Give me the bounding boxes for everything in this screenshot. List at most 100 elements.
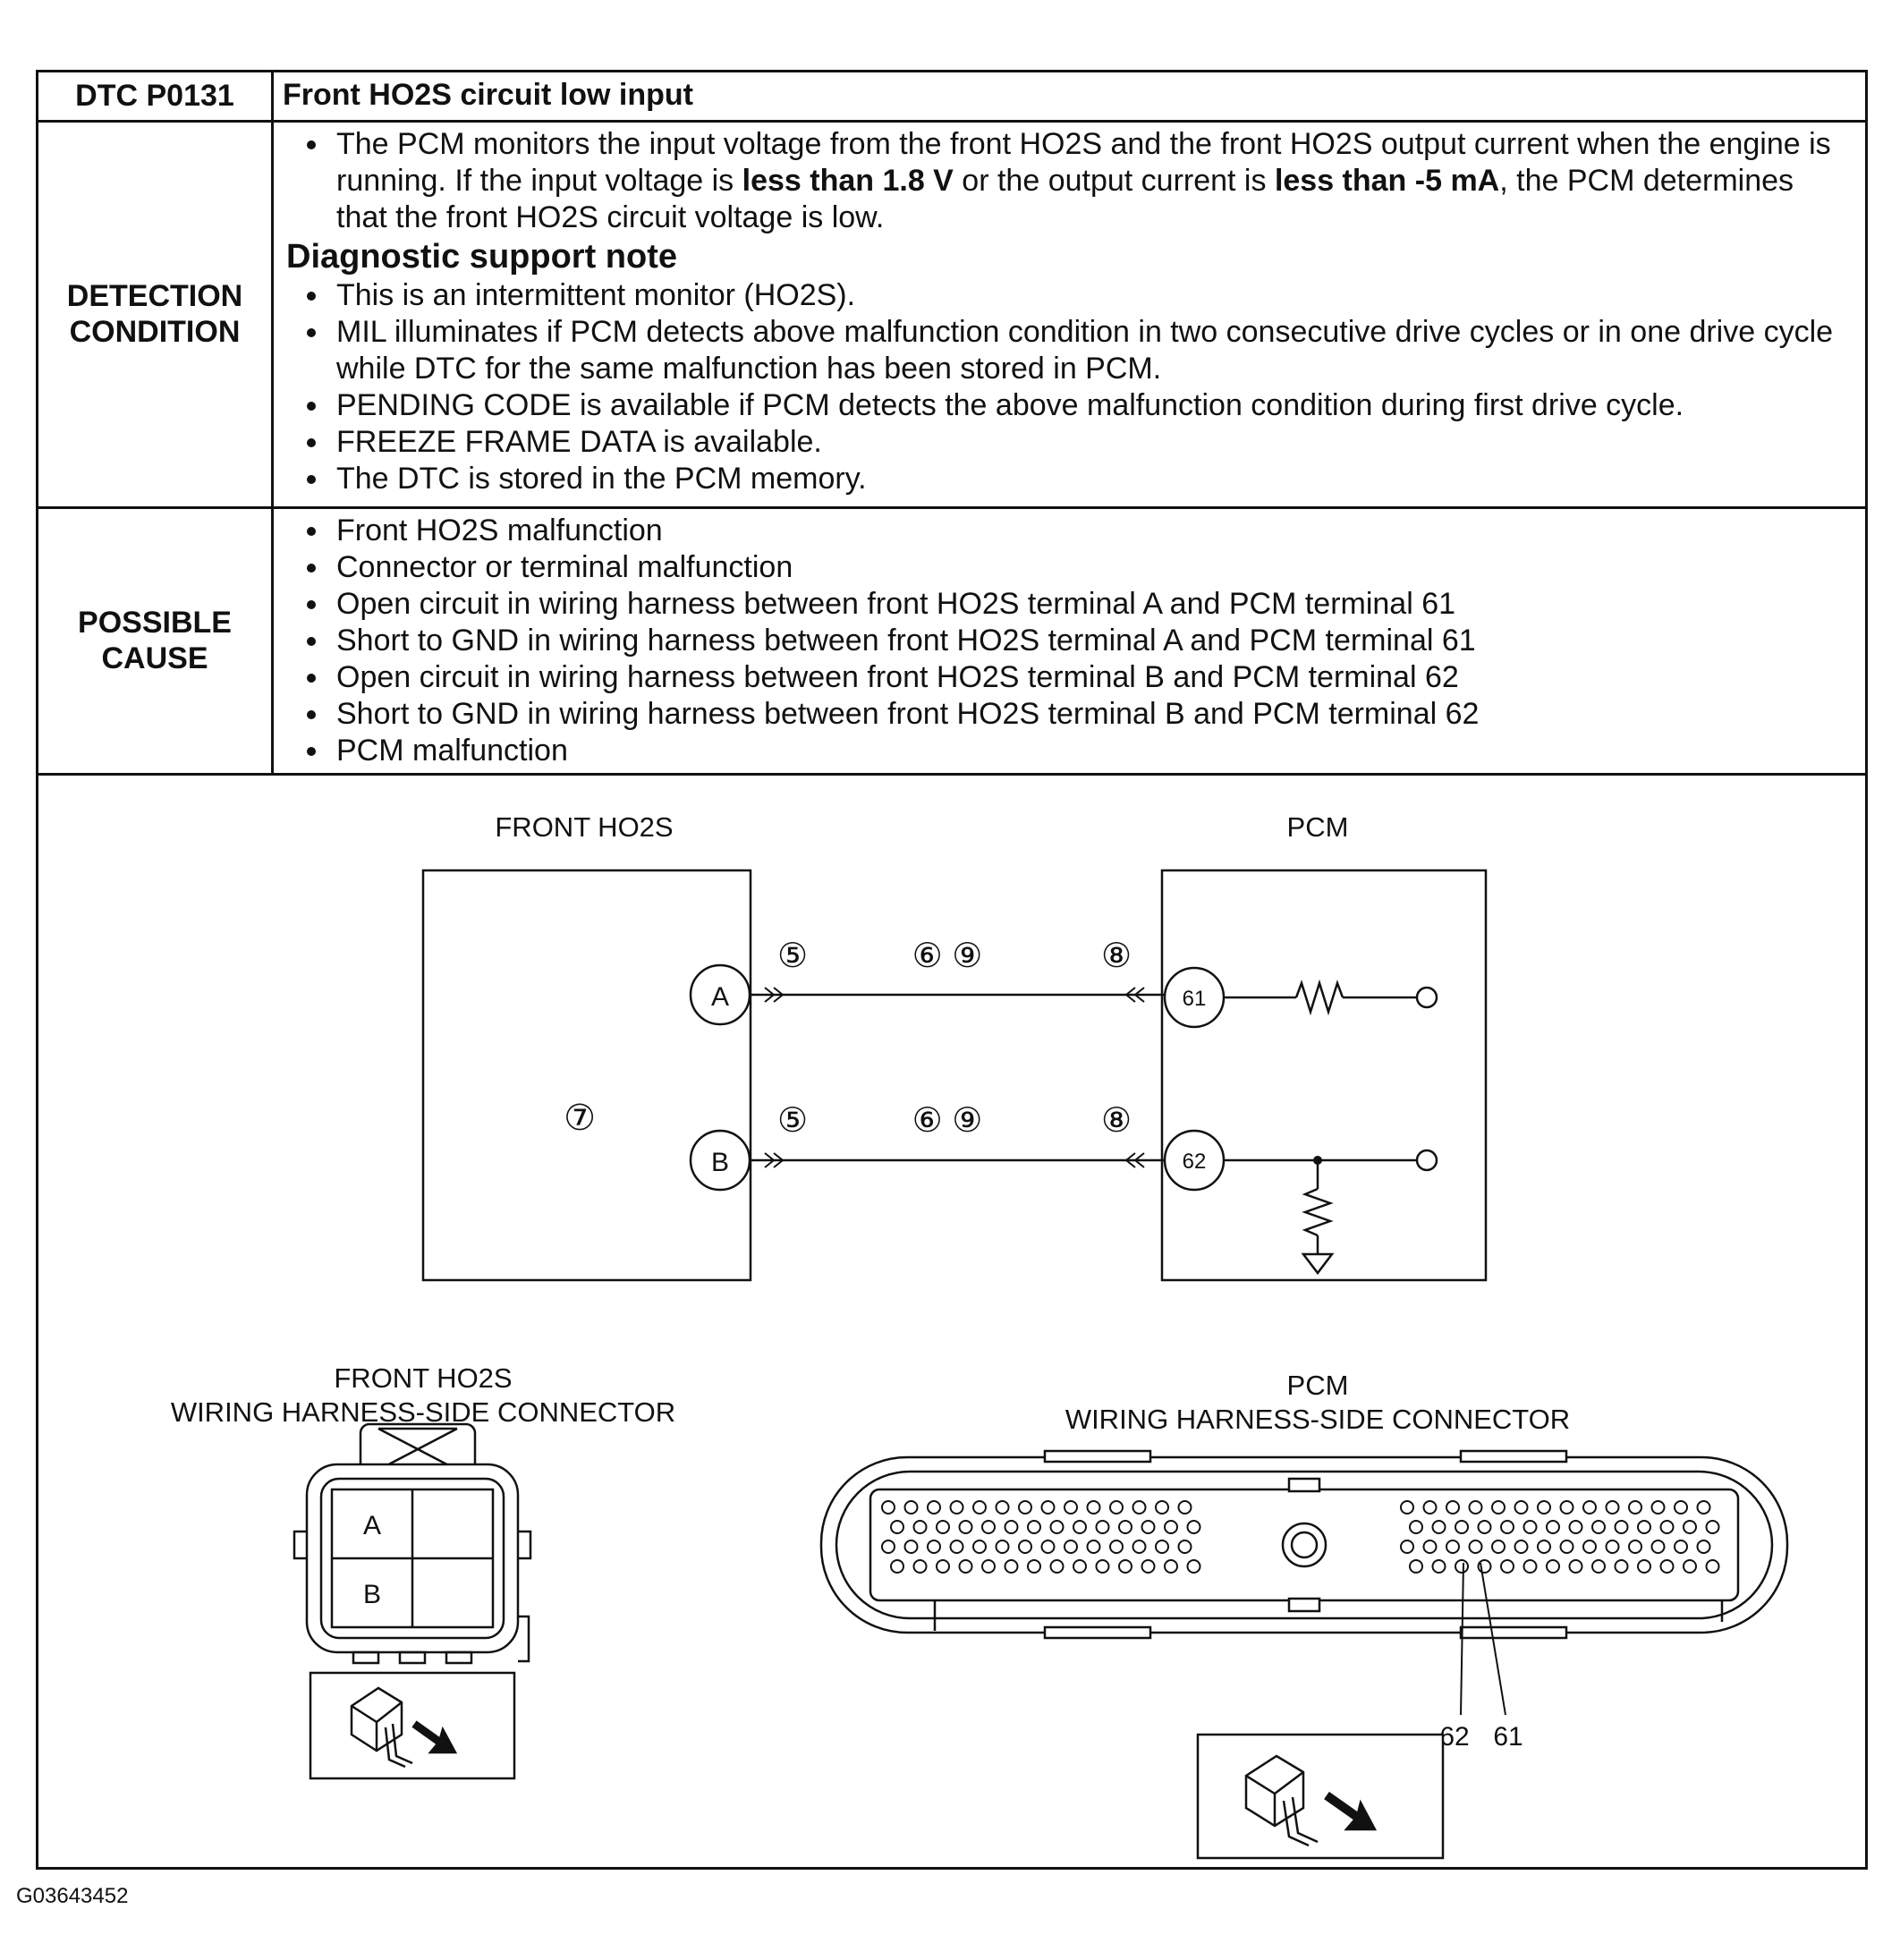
pcm-pin <box>936 1519 950 1534</box>
pcm-pin <box>1546 1519 1560 1534</box>
pcm-pin <box>1705 1519 1720 1534</box>
pcm-pin <box>1605 1499 1620 1515</box>
pcm-pin <box>1132 1499 1147 1515</box>
pcm-pin <box>1500 1519 1514 1534</box>
pcm-pin <box>1468 1539 1483 1554</box>
cause-item: Front HO2S malfunction <box>331 513 1849 549</box>
pcm-pin <box>1455 1558 1469 1574</box>
pcm-pin <box>1650 1539 1666 1554</box>
pcm-pin <box>1674 1539 1688 1554</box>
pcm-pin <box>1095 1519 1110 1534</box>
connector-mark-a-right <box>1124 987 1145 1003</box>
detection-label: DETECTION CONDITION <box>36 119 274 509</box>
pcm-pin <box>1582 1499 1597 1515</box>
dtc-code: DTC P0131 <box>36 70 274 123</box>
pcm-pin <box>1109 1539 1124 1554</box>
pcm-pin <box>1049 1558 1065 1574</box>
front-connector-view-icon <box>309 1671 516 1780</box>
ground-icon <box>1301 1252 1335 1275</box>
pcm-pin <box>1455 1519 1469 1534</box>
pcm-pin <box>1591 1519 1606 1534</box>
pcm-pin <box>1696 1499 1711 1515</box>
pcm-connector-title-1: PCM <box>1287 1370 1349 1401</box>
pcm-pin <box>903 1499 919 1515</box>
pin-61-leader <box>1480 1562 1506 1715</box>
pcm-pin <box>1628 1539 1642 1554</box>
pcm-pin <box>1523 1558 1538 1574</box>
resistor-62-icon <box>1302 1187 1334 1236</box>
pcm-pin <box>1132 1539 1147 1554</box>
note-item: This is an intermittent monitor (HO2S). <box>331 277 1849 314</box>
pcm-pin <box>912 1558 928 1574</box>
pcm-pin <box>1073 1558 1087 1574</box>
terminal-b-circle <box>689 1129 751 1192</box>
pcm-pin <box>1409 1558 1423 1574</box>
diagnostic-note-title: Diagnostic support note <box>286 237 677 276</box>
pcm-pin <box>1177 1499 1192 1515</box>
pcm-box <box>1160 869 1488 1282</box>
pcm-pin <box>1582 1539 1597 1554</box>
dtc-title: Front HO2S circuit low input <box>271 70 1868 123</box>
front-connector-title-1: FRONT HO2S <box>334 1362 512 1394</box>
front-ho2s-label: FRONT HO2S <box>495 811 673 843</box>
pcm-pin <box>1164 1558 1178 1574</box>
front-connector-drawing <box>293 1422 532 1665</box>
pcm-pin <box>981 1519 996 1534</box>
pcm-pin <box>890 1558 904 1574</box>
pcm-pin <box>1155 1499 1169 1515</box>
pcm-pin <box>1004 1519 1019 1534</box>
pcm-pin <box>881 1499 895 1515</box>
pcm-61-terminal-icon <box>1415 986 1438 1009</box>
pcm-pin <box>1400 1539 1414 1554</box>
wiring-diagram: FRONT HO2S ⑦ PCM A ⑤ ⑥ ⑨ ⑧ 61 <box>171 811 1789 1860</box>
pcm-pin <box>1468 1499 1483 1515</box>
diagram-cell: FRONT HO2S ⑦ PCM A ⑤ ⑥ ⑨ ⑧ 61 <box>36 772 1868 1870</box>
pcm-pin <box>1674 1499 1688 1515</box>
pcm-pin <box>1186 1558 1201 1574</box>
pcm-pin <box>1422 1499 1438 1515</box>
pcm-pin <box>1446 1539 1460 1554</box>
pcm-pin <box>972 1539 987 1554</box>
pcm-pin <box>972 1499 987 1515</box>
figure-id: G03643452 <box>16 1884 129 1908</box>
step-7-marker: ⑦ <box>564 1099 596 1138</box>
front-connector-pin-b: B <box>363 1580 381 1609</box>
note-item: MIL illuminates if PCM detects above mal… <box>331 314 1849 387</box>
pcm-pin <box>1109 1499 1124 1515</box>
detection-body: The PCM monitors the input voltage from … <box>271 119 1868 509</box>
pcm-pin <box>1637 1558 1651 1574</box>
step-5-marker-a: ⑤ <box>777 938 808 975</box>
pcm-pin <box>1164 1519 1178 1534</box>
connector-mark-b-left <box>764 1152 785 1168</box>
diagnostic-note-list: This is an intermittent monitor (HO2S). … <box>286 277 1849 497</box>
resistor-61-icon <box>1294 979 1344 1015</box>
detection-main-list: The PCM monitors the input voltage from … <box>286 126 1849 236</box>
pcm-pin <box>1491 1499 1506 1515</box>
cause-item: Short to GND in wiring harness between f… <box>331 623 1849 659</box>
pcm-pin <box>1650 1499 1666 1515</box>
pcm-pin <box>1637 1519 1651 1534</box>
pcm-pin <box>1446 1499 1460 1515</box>
pin-62-callout: 62 <box>1439 1722 1469 1752</box>
pcm-connector-pins <box>881 1499 1720 1574</box>
pcm-connector-title-2: WIRING HARNESS-SIDE CONNECTOR <box>1065 1404 1570 1435</box>
pcm-pin <box>1477 1519 1492 1534</box>
connector-mark-b-right <box>1124 1152 1145 1168</box>
pcm-label: PCM <box>1287 811 1349 843</box>
detection-main-text: The PCM monitors the input voltage from … <box>331 126 1849 236</box>
step-5-marker-b: ⑤ <box>777 1102 808 1140</box>
note-item: FREEZE FRAME DATA is available. <box>331 424 1849 461</box>
terminal-b-label: B <box>711 1148 729 1177</box>
pcm-pin <box>1040 1499 1056 1515</box>
pcm-pin <box>1064 1539 1078 1554</box>
pcm-pin <box>1659 1519 1675 1534</box>
possible-cause-body: Front HO2S malfunction Connector or term… <box>271 505 1868 776</box>
pcm-pin <box>1018 1499 1032 1515</box>
pcm-pin <box>1683 1519 1697 1534</box>
pcm-pin <box>1683 1558 1697 1574</box>
pcm-connector-view-icon <box>1196 1733 1445 1860</box>
pin-62-leader <box>1460 1562 1464 1715</box>
step-6-9-marker-a: ⑥ ⑨ <box>912 938 983 975</box>
cause-item: Connector or terminal malfunction <box>331 549 1849 586</box>
cause-item: PCM malfunction <box>331 733 1849 769</box>
